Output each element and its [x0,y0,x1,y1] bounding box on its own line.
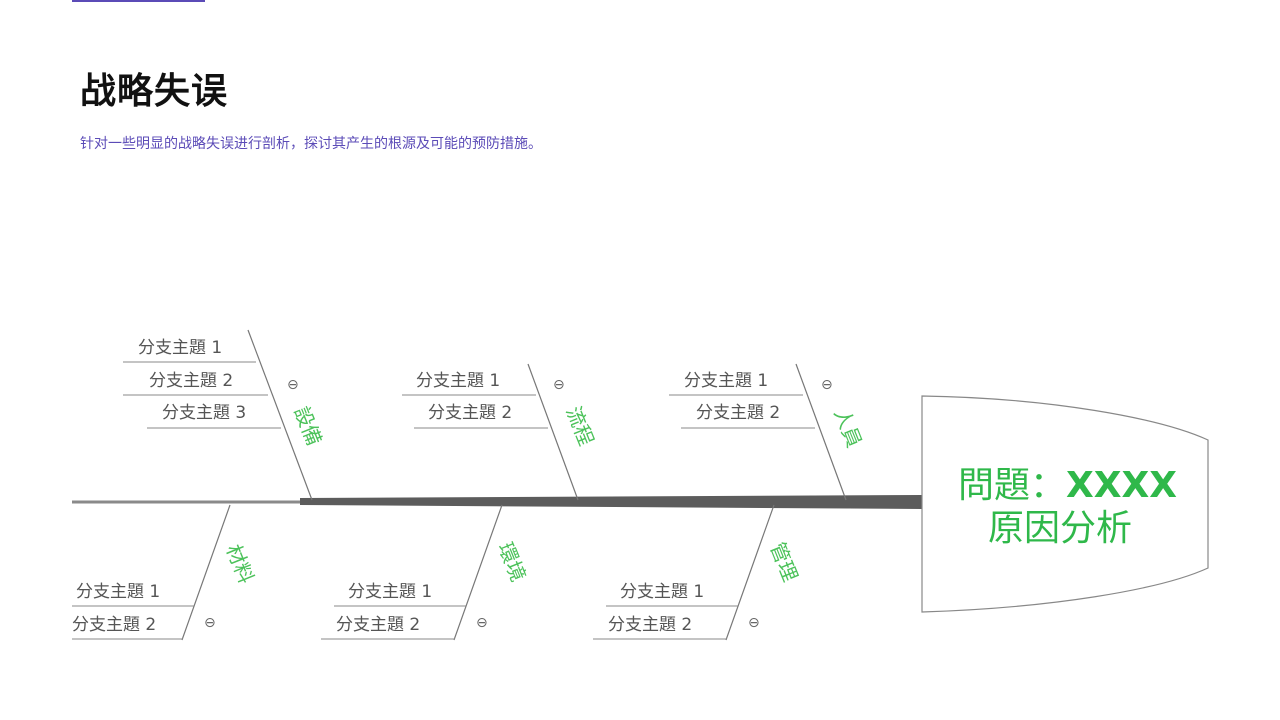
bone-bottom-3 [725,504,775,641]
page-subtitle: 针对一些明显的战略失误进行剖析，探讨其产生的根源及可能的预防措施。 [80,136,542,152]
branch-topic: 分支主題 2 [428,403,512,423]
branch-topic: 分支主題 1 [684,371,768,391]
collapse-icon[interactable]: ⊖ [821,377,833,393]
branch-topic: 分支主題 2 [72,615,156,635]
branch-topic: 分支主題 1 [416,371,500,391]
branch-topic: 分支主題 1 [76,582,160,602]
branch-topic: 分支主題 2 [149,371,233,391]
head-title-line1: 問題：XXXX [958,465,1177,506]
collapse-icon[interactable]: ⊖ [476,615,488,631]
bone-top-2 [527,363,579,501]
bone-top-1 [247,329,313,501]
bone-bottom-1 [181,504,231,641]
branch-topic: 分支主題 3 [162,403,246,423]
branch-topic: 分支主題 1 [620,582,704,602]
branch-topic: 分支主題 2 [696,403,780,423]
category-label-top-3: 人員 [829,405,866,451]
fish-head [921,395,1209,613]
category-label-top-1: 設備 [289,403,326,449]
head-title-line2: 原因分析 [988,508,1132,549]
collapse-icon[interactable]: ⊖ [204,615,216,631]
branch-topic: 分支主題 1 [138,338,222,358]
category-label-bottom-3: 管理 [765,539,802,585]
spine [300,495,922,509]
bone-bottom-2 [453,504,503,641]
collapse-icon[interactable]: ⊖ [553,377,565,393]
category-label-bottom-1: 材料 [221,541,258,587]
category-label-bottom-2: 環境 [493,539,530,585]
top-accent-rule [72,0,205,2]
branch-topic: 分支主題 1 [348,582,432,602]
category-label-top-2: 流程 [561,403,598,449]
collapse-icon[interactable]: ⊖ [287,377,299,393]
branch-topic: 分支主題 2 [608,615,692,635]
collapse-icon[interactable]: ⊖ [748,615,760,631]
branch-topic: 分支主題 2 [336,615,420,635]
bone-top-3 [795,363,847,501]
page-title: 战略失误 [80,71,229,112]
